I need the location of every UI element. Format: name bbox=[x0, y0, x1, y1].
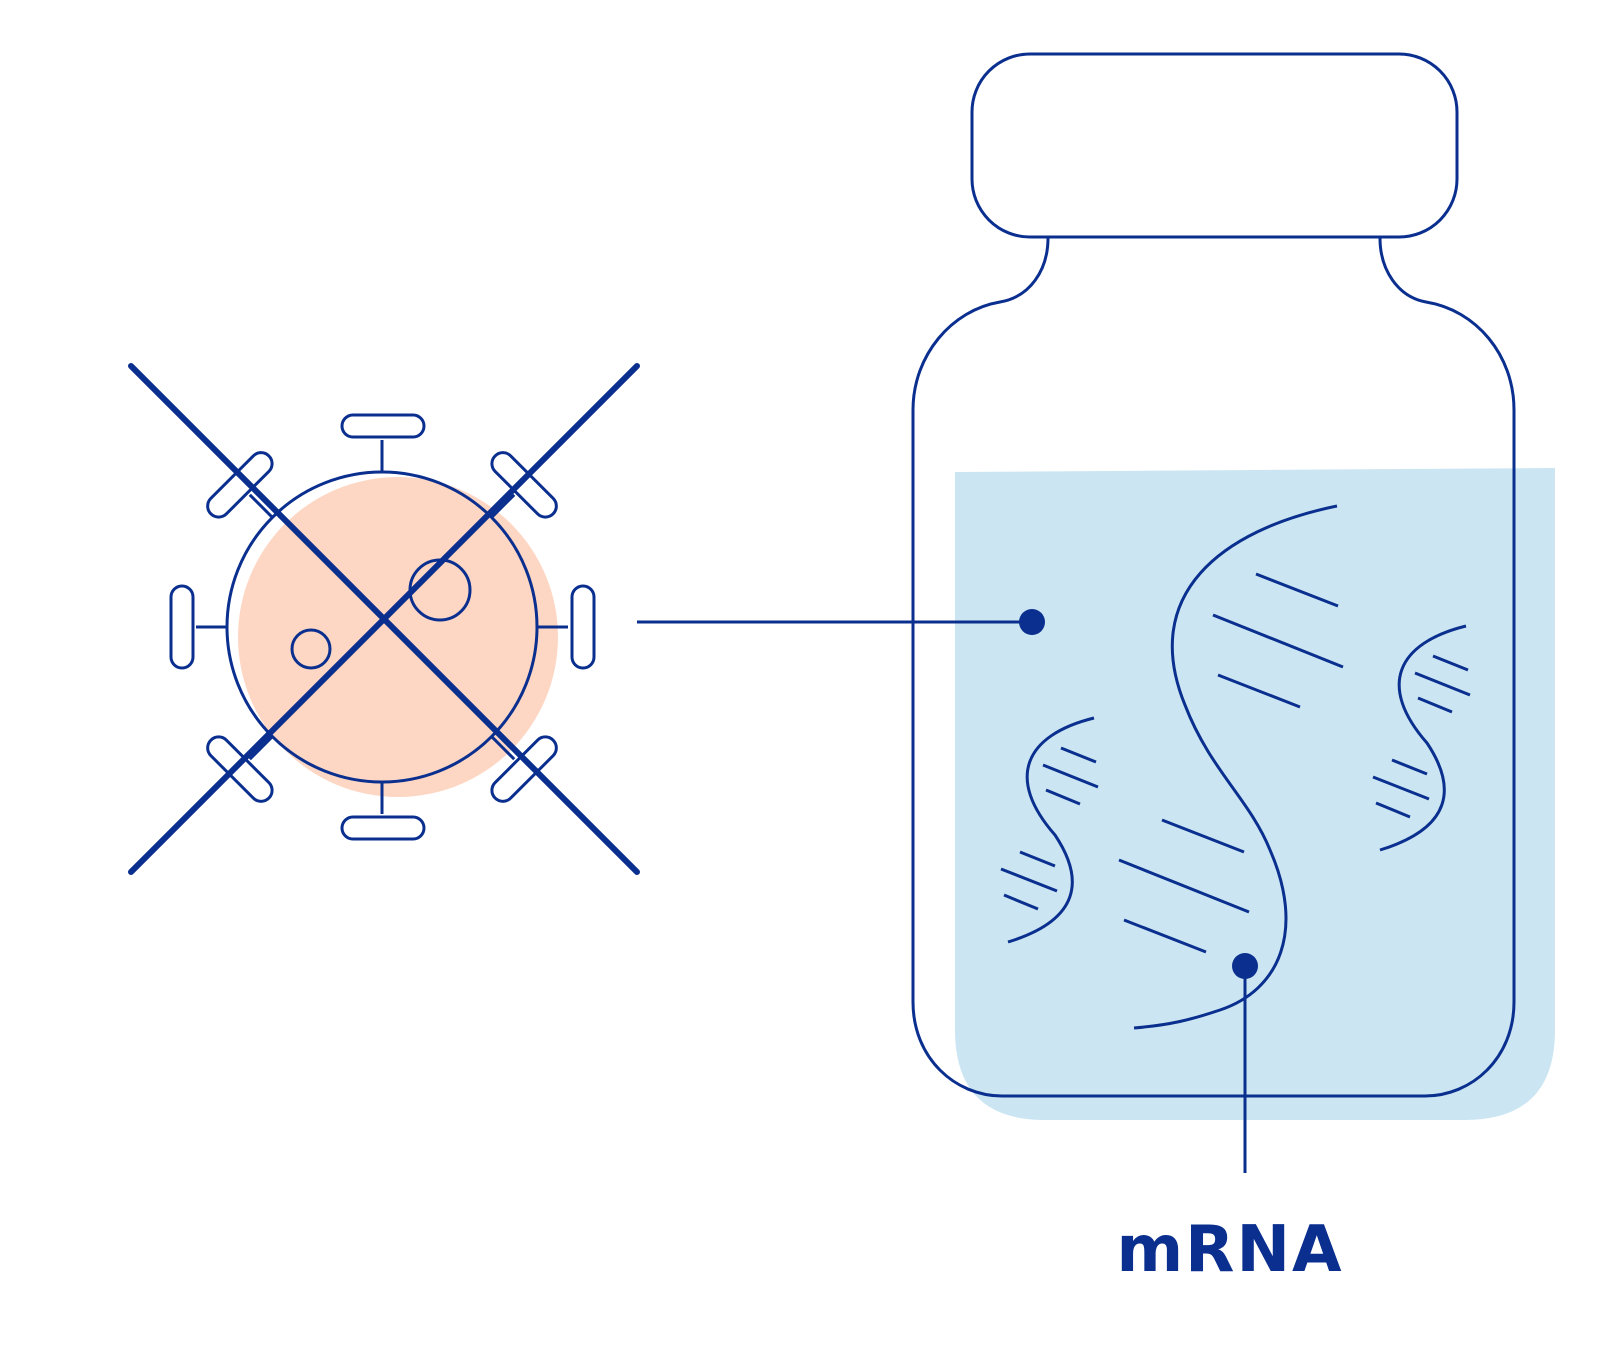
virus-spike bbox=[490, 451, 558, 519]
virus-spike bbox=[340, 782, 426, 841]
vial-cap bbox=[970, 52, 1459, 239]
virus-spike bbox=[206, 451, 274, 519]
virus-icon bbox=[169, 413, 596, 841]
vial-liquid bbox=[955, 468, 1555, 1120]
virus-inner-circle-small bbox=[290, 628, 332, 670]
virus-spike bbox=[206, 735, 274, 803]
virus-spike bbox=[169, 584, 227, 670]
rna-strand-large bbox=[1133, 504, 1338, 1030]
virus-spike bbox=[490, 735, 558, 803]
mrna-label: mRNA bbox=[1116, 1213, 1344, 1287]
cross-out-icon bbox=[128, 363, 640, 875]
virus-spike bbox=[537, 584, 596, 670]
rna-strand-icon bbox=[1000, 504, 1471, 1030]
rna-strand-small-right bbox=[1379, 624, 1467, 852]
virus-spike bbox=[340, 413, 426, 472]
mrna-pointer-dot bbox=[1232, 953, 1258, 979]
pointer-dot bbox=[1019, 609, 1045, 635]
vial-icon bbox=[911, 52, 1516, 1098]
rna-strand-small-left bbox=[1007, 716, 1095, 944]
vial-body bbox=[911, 237, 1516, 1098]
